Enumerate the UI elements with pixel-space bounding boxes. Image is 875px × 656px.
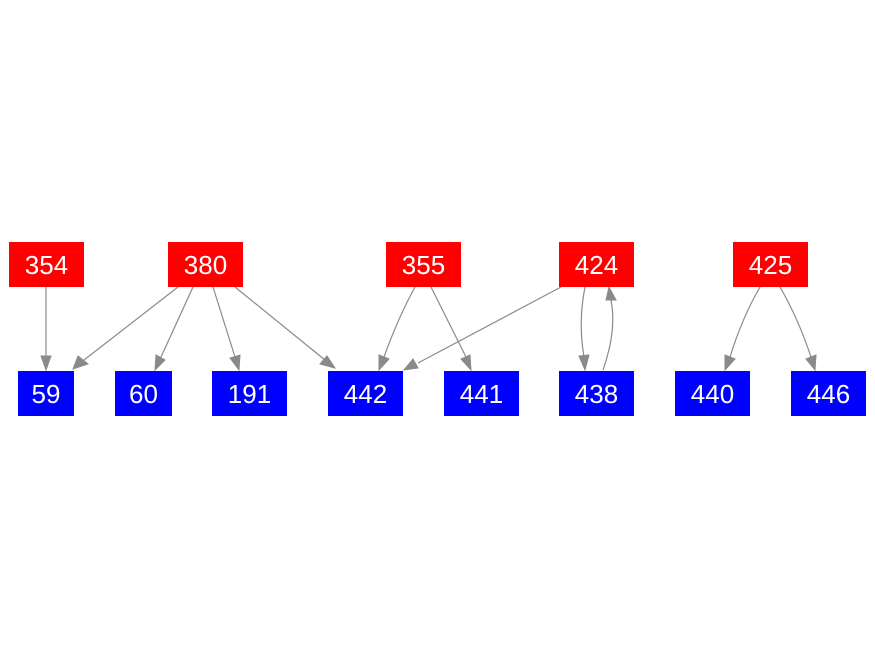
edge-425-440 [729,286,761,358]
edge-438-424 [602,299,614,371]
node-59-label: 59 [32,379,61,409]
node-424-box [559,242,634,287]
edge-380-60-arrowhead [154,354,166,372]
node-60-box [115,371,172,416]
node-440[interactable]: 440 [675,371,750,416]
node-442-box [328,371,403,416]
edge-380-60 [160,286,194,358]
edge-424-438 [580,286,586,358]
edge-355-441-arrowhead [460,354,472,372]
target-nodes-group: 59 60 191 442 441 438 440 446 [18,371,866,416]
edge-355-442 [383,286,416,358]
edge-380-59 [83,286,179,361]
edge-425-446-arrowhead [805,354,817,372]
node-191[interactable]: 191 [212,371,287,416]
node-425-label: 425 [749,250,792,280]
node-424[interactable]: 424 [559,242,634,287]
edge-355-441 [430,286,467,358]
edge-380-59-arrowhead [72,355,90,370]
node-355-box [386,242,461,287]
node-440-label: 440 [691,379,734,409]
node-425[interactable]: 425 [733,242,808,287]
edge-380-442-arrowhead [319,355,337,369]
node-354-box [9,242,84,287]
node-380-label: 380 [184,250,227,280]
edge-424-442 [417,286,562,364]
node-355[interactable]: 355 [386,242,461,287]
edges-group [40,285,817,372]
source-nodes-group: 354 380 355 424 425 [9,242,808,287]
edge-425-440-arrowhead [724,354,736,372]
node-355-label: 355 [402,250,445,280]
edge-380-442 [234,286,326,361]
node-60-label: 60 [129,379,158,409]
node-441[interactable]: 441 [444,371,519,416]
edge-438-424-arrowhead [605,285,617,301]
node-441-box [444,371,519,416]
node-191-label: 191 [228,379,271,409]
node-425-box [733,242,808,287]
node-438-label: 438 [575,379,618,409]
edge-380-191 [212,286,236,358]
node-354[interactable]: 354 [9,242,84,287]
node-442-label: 442 [344,379,387,409]
edge-355-442-arrowhead [378,354,390,372]
node-446-label: 446 [807,379,850,409]
node-380-box [168,242,243,287]
edge-380-191-arrowhead [229,354,241,372]
node-59-box [18,371,74,416]
edge-424-438-arrowhead [578,354,590,372]
node-440-box [675,371,750,416]
node-446[interactable]: 446 [791,371,866,416]
node-191-box [212,371,287,416]
node-424-label: 424 [575,250,618,280]
node-442[interactable]: 442 [328,371,403,416]
node-59[interactable]: 59 [18,371,74,416]
node-380[interactable]: 380 [168,242,243,287]
edge-425-446 [779,286,812,358]
node-438[interactable]: 438 [559,371,634,416]
node-438-box [559,371,634,416]
node-354-label: 354 [25,250,68,280]
node-60[interactable]: 60 [115,371,172,416]
node-441-label: 441 [460,379,503,409]
node-446-box [791,371,866,416]
edge-354-59-arrowhead [40,355,52,372]
edge-424-442-arrowhead [402,358,419,371]
